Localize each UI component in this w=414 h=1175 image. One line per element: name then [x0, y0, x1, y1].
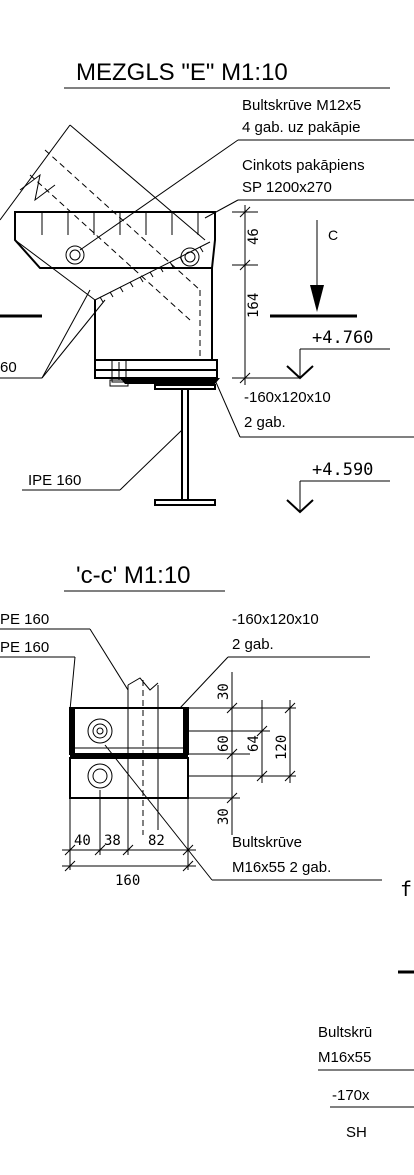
leader-step: [204, 199, 239, 219]
partial-bolt-line1: Bultskrū: [318, 1024, 372, 1041]
beam-leader: [119, 429, 183, 491]
callout-bolt-line1: Bultskrūve M12x5: [242, 97, 361, 114]
partial-plate: -170x: [332, 1087, 370, 1104]
cc-dim-60: 60: [216, 735, 232, 752]
cc-dim-82: 82: [148, 833, 165, 849]
dim-vertical-46-164: [232, 205, 300, 385]
cc-plate-leader: [179, 656, 229, 709]
cc-dim-horizontals: [62, 790, 196, 872]
partial-letter-f: f: [400, 877, 412, 901]
level-upper: +4.760: [312, 328, 373, 348]
callout-step-line1: Cinkots pakāpiens: [242, 157, 365, 174]
level-lower: +4.590: [312, 460, 373, 480]
beam-label: IPE 160: [28, 472, 81, 489]
cc-bolt-label-line1: Bultskrūve: [232, 834, 302, 851]
cc-dim-38: 38: [104, 833, 121, 849]
cc-dim-64: 64: [246, 735, 262, 752]
detail-e-title: MEZGLS "E" M1:10: [76, 59, 288, 86]
left-partial-label: 60: [0, 359, 17, 376]
cc-bolt-upper: [87, 718, 113, 744]
leader-ipe-b: [69, 656, 76, 711]
cc-plate-label-line1: -160x120x10: [232, 611, 319, 628]
callout-bolt-line2: 4 gab. uz pakāpie: [242, 119, 360, 136]
section-cc-title: 'c-c' M1:10: [76, 562, 191, 589]
cc-plate-lower: [69, 754, 189, 799]
cc-dim-verticals: [226, 672, 296, 835]
label-ipe-a: PE 160: [0, 611, 49, 628]
cap-plates: [94, 359, 220, 384]
ipe-beam: [154, 384, 216, 506]
leader-left-a: [41, 289, 91, 379]
cc-bolt-leader: [104, 744, 213, 881]
leader-ipe-a: [89, 628, 129, 691]
section-arrow-c: [270, 220, 357, 318]
step-bolt-right: [180, 247, 200, 267]
cc-dim-160: 160: [115, 873, 140, 889]
cc-dim-30-top: 30: [216, 683, 232, 700]
cc-dim-120: 120: [274, 735, 290, 760]
partial-bolt-line2: M16x55: [318, 1049, 371, 1066]
cc-ext-lines: [188, 707, 296, 799]
inclined-stringer: [0, 124, 206, 321]
connection-web: [14, 239, 213, 360]
callout-step-line2: SP 1200x270: [242, 179, 332, 196]
partial-sh: SH: [346, 1124, 367, 1141]
dim-164: 164: [246, 293, 262, 318]
plate-label-line2: 2 gab.: [244, 414, 286, 431]
plate-label-line1: -160x120x10: [244, 389, 331, 406]
cc-plate-label-line2: 2 gab.: [232, 636, 274, 653]
leader-left-b: [41, 299, 106, 379]
dim-46: 46: [246, 228, 262, 245]
label-ipe-b: PE 160: [0, 639, 49, 656]
weld-incline: [94, 241, 211, 303]
cap-bolt: [109, 359, 129, 387]
leader-bolt: [79, 139, 239, 251]
step-bolt-left: [65, 245, 85, 265]
step-plate: [14, 211, 216, 269]
section-c-label: C: [328, 227, 338, 243]
cc-bolt-label-line2: M16x55 2 gab.: [232, 859, 331, 876]
cc-dim-40: 40: [74, 833, 91, 849]
plate-leader: [214, 379, 241, 438]
cc-bolt-lower: [87, 763, 113, 789]
cc-dim-30-bottom: 30: [216, 808, 232, 825]
